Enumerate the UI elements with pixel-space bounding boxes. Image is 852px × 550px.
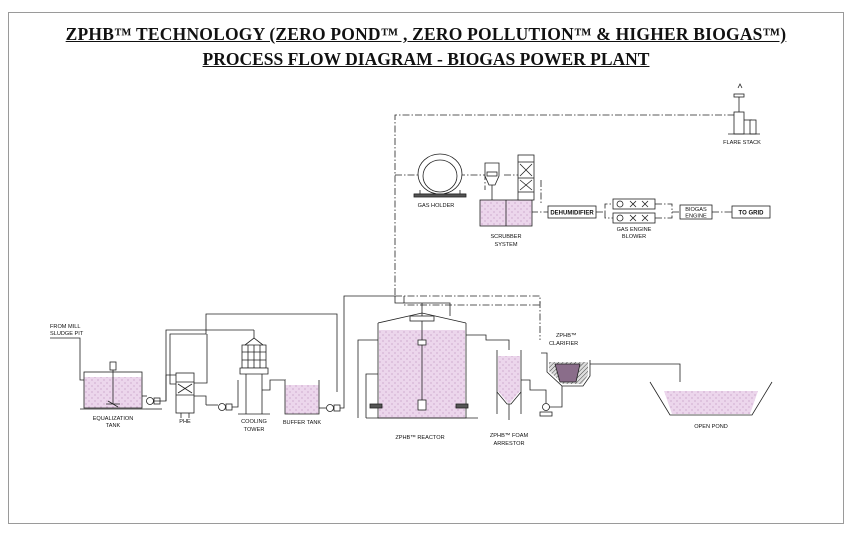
- label-clarifier-1: ZPHB™: [556, 333, 577, 339]
- label-to-grid: TO GRID: [739, 211, 765, 217]
- labels: FROM MILL SLUDGE PIT EQUALIZATION TANK P…: [50, 140, 764, 447]
- label-from-mill-2: SLUDGE PIT: [50, 331, 84, 337]
- label-gas-holder: GAS HOLDER: [418, 203, 455, 209]
- label-flare: FLARE STACK: [723, 140, 761, 146]
- buffer-tank: [284, 380, 320, 415]
- foam-arrestor: [496, 350, 522, 420]
- label-cooling-2: TOWER: [244, 427, 265, 433]
- biogas-engine-box: [679, 204, 713, 220]
- gas-engine-blower: [612, 198, 656, 224]
- label-clarifier-2: CLARIFIER: [549, 341, 578, 347]
- biogas-lines: [394, 112, 740, 340]
- label-equalization-1: EQUALIZATION: [93, 416, 134, 422]
- pump-cooling: [218, 403, 233, 411]
- reactor-vessel: [357, 296, 478, 419]
- diagram-subtitle: PROCESS FLOW DIAGRAM - BIOGAS POWER PLAN…: [202, 49, 650, 69]
- label-engine-2: ENGINE: [685, 214, 707, 220]
- phe-unit: [175, 372, 195, 418]
- label-scrubber-1: SCRUBBER: [490, 234, 521, 240]
- label-dehumidifier: DEHUMIDIFIER: [550, 211, 594, 217]
- to-grid-box: [731, 205, 771, 219]
- label-foam-1: ZPHB™ FOAM: [490, 433, 529, 439]
- label-from-mill-1: FROM MILL: [50, 324, 80, 330]
- flare-stack: [728, 83, 760, 135]
- label-cooling-1: COOLING: [241, 419, 267, 425]
- label-equalization-2: TANK: [106, 423, 121, 429]
- cooling-tower: [238, 330, 270, 415]
- pipe-mill-inlet: [50, 337, 84, 381]
- drawing-frame: [8, 12, 844, 524]
- gas-holder: [413, 153, 467, 198]
- pump-clarifier: [539, 403, 553, 417]
- equalization-tank: [80, 361, 146, 410]
- label-buffer: BUFFER TANK: [283, 420, 322, 426]
- label-reactor: ZPHB™ REACTOR: [395, 435, 444, 441]
- label-blower-1: GAS ENGINE: [617, 227, 652, 233]
- dehumidifier-box: [547, 205, 597, 219]
- diagram-title: ZPHB™ TECHNOLOGY (ZERO POND™ , ZERO POLL…: [65, 24, 787, 44]
- label-open-pond: OPEN POND: [694, 424, 728, 430]
- scrubber-system: [479, 154, 535, 227]
- pump-equalization: [146, 397, 162, 410]
- clarifier: [546, 360, 591, 387]
- label-blower-2: BLOWER: [622, 234, 646, 240]
- pipe-eq-to-phe: [153, 374, 176, 402]
- label-scrubber-2: SYSTEM: [494, 242, 517, 248]
- label-engine-1: BIOGAS: [685, 207, 707, 213]
- label-phe: PHE: [179, 419, 191, 425]
- label-foam-2: ARRESTOR: [494, 441, 525, 447]
- pump-buffer: [326, 404, 341, 412]
- open-pond: [649, 381, 773, 416]
